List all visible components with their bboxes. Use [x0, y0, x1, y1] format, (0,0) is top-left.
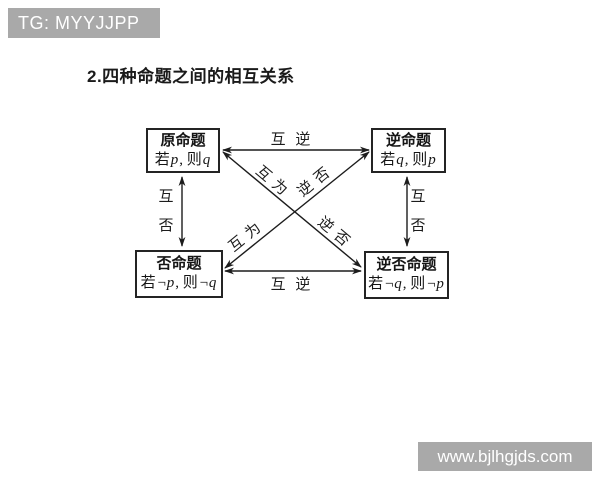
- text-ze: , 则: [175, 275, 198, 291]
- box-original-proposition: 原命题 若p, 则q: [146, 128, 220, 173]
- box-converse-proposition: 逆命题 若q, 则p: [371, 128, 446, 173]
- watermark-top-left: TG: MYYJJPP: [8, 8, 160, 38]
- box-original-title: 原命题: [160, 131, 206, 149]
- text-ze: , 则: [402, 276, 426, 292]
- box-contrapositive-proposition: 逆否命题 若¬q, 则¬p: [364, 251, 449, 299]
- var-p: p: [428, 151, 436, 168]
- label-right-negation-char1: 互: [410, 189, 425, 205]
- var-p: p: [170, 151, 179, 168]
- text-ze: , 则: [179, 151, 202, 168]
- var-q: q: [396, 151, 404, 168]
- var-not-q: ¬q: [384, 276, 402, 292]
- arrow-diagonal-bl-tr-contrapositive: [224, 151, 370, 269]
- box-negative-statement: 若¬p, 则¬q: [141, 274, 218, 294]
- var-not-q: ¬q: [198, 275, 217, 291]
- label-right-negation-char2: 否: [410, 218, 425, 234]
- var-not-p: ¬p: [426, 276, 444, 292]
- text-ruo: 若: [154, 151, 170, 168]
- label-left-negation-char2: 否: [158, 218, 173, 234]
- var-not-p: ¬p: [156, 275, 175, 291]
- box-converse-title: 逆命题: [385, 131, 431, 149]
- var-q: q: [202, 151, 211, 168]
- watermark-bottom-right-text: www.bjlhgjds.com: [437, 446, 573, 466]
- page-title: 2.四种命题之间的相互关系: [87, 67, 295, 86]
- label-bottom-converse: 互 逆: [271, 276, 314, 293]
- arrow-diagonal-tl-br-contrapositive: [222, 151, 362, 268]
- text-ruo: 若: [140, 275, 156, 291]
- box-negative-title: 否命题: [156, 255, 202, 273]
- box-original-statement: 若p, 则q: [155, 151, 212, 171]
- box-converse-statement: 若q, 则p: [380, 151, 437, 171]
- text-ze: , 则: [404, 151, 428, 168]
- text-ruo: 若: [380, 151, 396, 168]
- box-contrapositive-title: 逆否命题: [376, 256, 437, 274]
- label-left-negation-char1: 互: [158, 189, 173, 205]
- box-contrapositive-statement: 若¬q, 则¬p: [368, 275, 445, 295]
- box-negative-proposition: 否命题 若¬p, 则¬q: [135, 250, 223, 298]
- label-top-converse: 互 逆: [271, 131, 314, 148]
- text-ruo: 若: [368, 276, 384, 292]
- watermark-top-left-text: TG: MYYJJPP: [18, 12, 140, 33]
- watermark-bottom-right: www.bjlhgjds.com: [418, 442, 592, 471]
